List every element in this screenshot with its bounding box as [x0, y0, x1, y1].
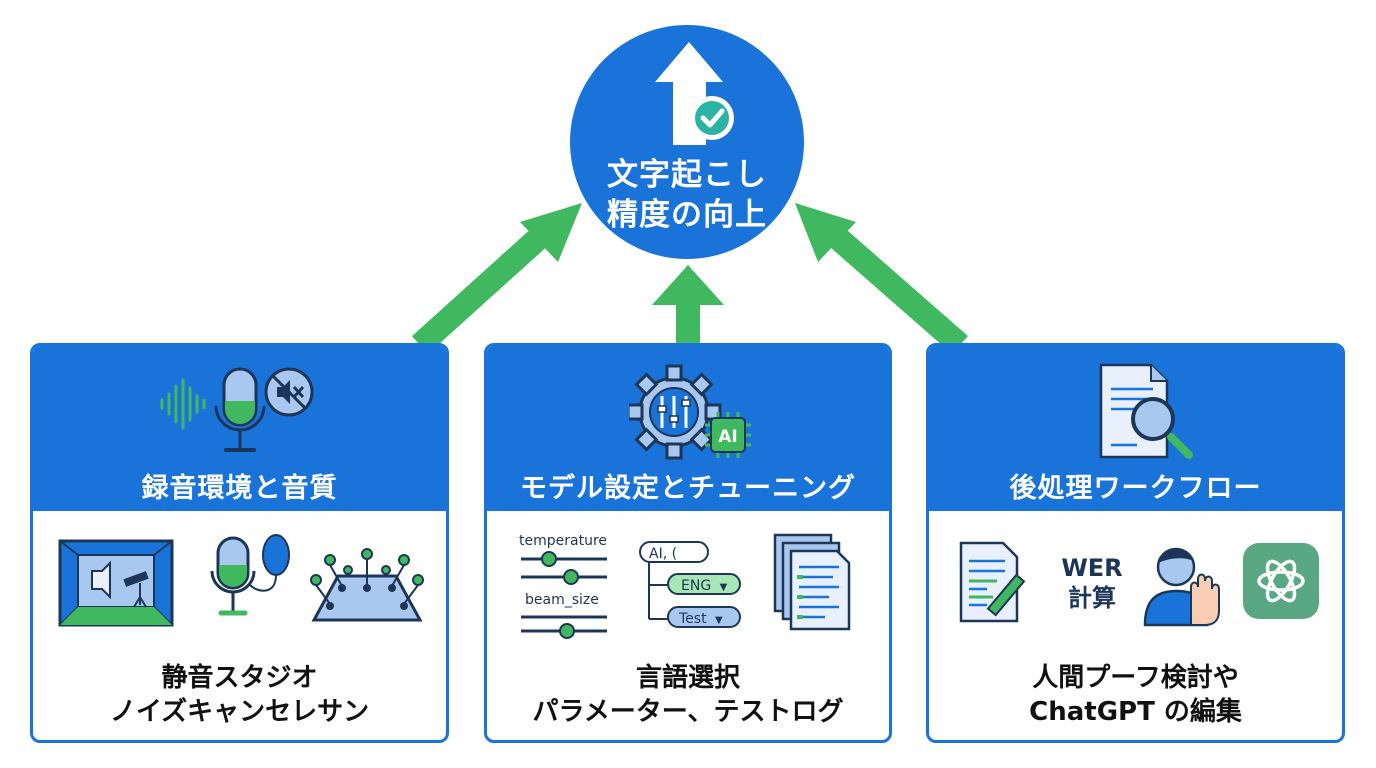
pop-filter-mic-icon	[210, 534, 290, 616]
card-recording-header: 録音環境と音質	[33, 346, 446, 511]
chip-ai-language[interactable]: AI, (	[639, 541, 709, 563]
slider-temperature	[521, 551, 607, 585]
chevron-down-icon: ▼	[715, 615, 723, 626]
card-postprocess-title: 後処理ワークフロー	[1009, 473, 1262, 504]
chip-test-label: Test	[679, 611, 707, 627]
goal-circle: 文字起こし 精度の向上	[570, 25, 804, 259]
goal-title: 文字起こし 精度の向上	[607, 157, 767, 233]
param-temperature-label: temperature	[519, 533, 607, 549]
card-postprocess-caption: 人間プーフ検討や ChatGPT の編集	[1029, 663, 1242, 727]
mute-icon	[264, 367, 314, 417]
mic-array-icon	[310, 548, 424, 622]
card-recording-caption: 静音スタジオ ノイズキャンセレサン	[109, 663, 370, 727]
card-postprocess-body: WER 計算 人間プーフ検討や ChatGPT の編集	[929, 511, 1342, 740]
right-arrow	[795, 203, 968, 355]
ai-chip-icon: AI	[705, 412, 751, 458]
card-postprocess: 後処理ワークフロー WER 計算 人間プーフ検討や ChatGPT の編集	[926, 343, 1345, 743]
card-postprocess-header: 後処理ワークフロー	[929, 346, 1342, 511]
card-recording-body: 静音スタジオ ノイズキャンセレサン	[33, 511, 446, 740]
card-model: AI モデル設定とチューニング temperature beam_size AI…	[484, 343, 892, 743]
microphone-icon	[214, 367, 266, 452]
card-model-caption: 言語選択 パラメーター、テストログ	[532, 663, 844, 727]
chatgpt-logo-icon	[1243, 543, 1319, 619]
left-arrow	[411, 203, 582, 354]
document-search-icon	[1099, 363, 1193, 459]
chip-test-select[interactable]: Test ▼	[667, 606, 741, 628]
waveform-icon	[160, 378, 206, 430]
card-model-body: temperature beam_size AI, ( ENG ▼ Test ▼	[487, 511, 889, 740]
param-beam-size-label: beam_size	[525, 592, 599, 608]
log-pages-icon	[773, 533, 851, 631]
card-recording-title: 録音環境と音質	[141, 473, 338, 504]
up-arrow-check-icon	[655, 42, 734, 145]
chip-eng-select[interactable]: ENG ▼	[667, 573, 741, 595]
human-review-icon	[1143, 547, 1220, 627]
svg-text:AI: AI	[718, 427, 737, 447]
chevron-down-icon: ▼	[719, 582, 728, 593]
card-model-title: モデル設定とチューニング	[520, 473, 856, 504]
chip-eng-label: ENG	[681, 578, 712, 594]
center-arrow	[652, 265, 724, 345]
card-recording: 録音環境と音質	[30, 343, 449, 743]
card-model-header: AI モデル設定とチューニング	[487, 346, 889, 511]
wer-calc-label: WER 計算	[1061, 554, 1123, 612]
studio-room-icon	[58, 539, 174, 627]
slider-beam-size	[521, 615, 607, 639]
document-edit-icon	[959, 541, 1026, 623]
